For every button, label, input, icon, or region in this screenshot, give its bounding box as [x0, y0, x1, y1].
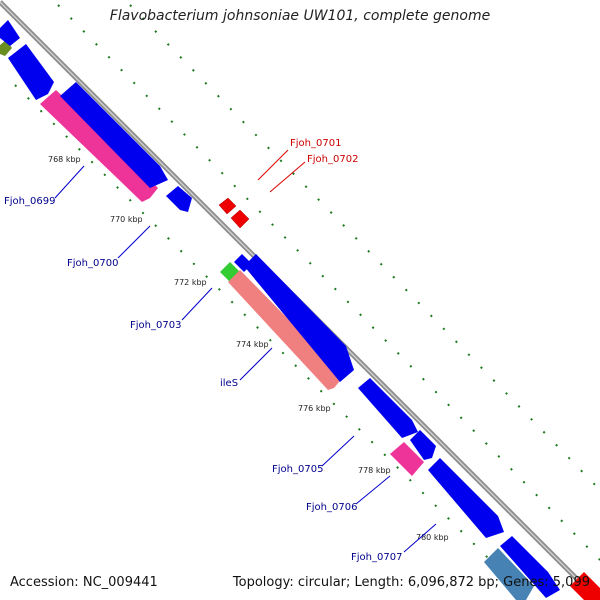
- reverse-genes: [218, 197, 600, 600]
- gene-blue-a[interactable]: [8, 44, 54, 100]
- gene-label-fjoh-0701[interactable]: Fjoh_0701: [290, 138, 341, 149]
- gene-fjoh-0702[interactable]: [230, 209, 250, 229]
- gene-blue-c[interactable]: [500, 536, 560, 598]
- kbp-tick-label: 776 kbp: [298, 404, 331, 413]
- gene-fjoh-0699-body[interactable]: [40, 90, 158, 202]
- gene-fjoh-0700[interactable]: [166, 186, 192, 212]
- accession-info: Accession: NC_009441: [10, 575, 158, 590]
- gene-label-fjoh-0700[interactable]: Fjoh_0700: [67, 258, 118, 269]
- gene-iles[interactable]: [244, 254, 354, 382]
- gene-steelblue[interactable]: [484, 548, 534, 600]
- kbp-tick-label: 774 kbp: [236, 340, 269, 349]
- gene-label-fjoh-0699[interactable]: Fjoh_0699: [4, 196, 55, 207]
- kbp-tick-label: 778 kbp: [358, 466, 391, 475]
- label-leaders: [54, 149, 437, 553]
- kbp-tick-label: 772 kbp: [174, 278, 207, 287]
- gene-fjoh-0707[interactable]: [428, 458, 504, 538]
- gene-iles-rna[interactable]: [228, 270, 344, 390]
- map-title: Flavobacterium johnsoniae UW101, complet…: [109, 8, 491, 24]
- kbp-ticks: 768 kbp 770 kbp 772 kbp 774 kbp 776 kbp …: [48, 155, 449, 542]
- gene-label-fjoh-0703[interactable]: Fjoh_0703: [130, 320, 181, 331]
- gene-label-fjoh-0702[interactable]: Fjoh_0702: [307, 154, 358, 165]
- gene-label-iles[interactable]: ileS: [220, 378, 238, 389]
- kbp-tick-label: 770 kbp: [110, 215, 143, 224]
- gene-label-fjoh-0707[interactable]: Fjoh_0707: [351, 552, 402, 563]
- gene-fjoh-0706[interactable]: [390, 442, 424, 476]
- inner-genes: [0, 20, 560, 600]
- gene-labels: Fjoh_0699 Fjoh_0700 Fjoh_0701 Fjoh_0702 …: [4, 138, 402, 563]
- gene-fjoh-0705[interactable]: [358, 378, 418, 438]
- gene-label-fjoh-0706[interactable]: Fjoh_0706: [306, 502, 357, 513]
- gene-red-edge[interactable]: [570, 572, 600, 600]
- gene-fjoh-0701[interactable]: [218, 197, 237, 215]
- accession-value: NC_009441: [82, 575, 158, 590]
- gene-blue-top[interactable]: [0, 20, 20, 46]
- genome-stats: Topology: circular; Length: 6,096,872 bp…: [232, 575, 590, 590]
- kbp-tick-label: 768 kbp: [48, 155, 81, 164]
- gene-blue-b[interactable]: [410, 430, 436, 460]
- kbp-tick-label: 780 kbp: [416, 533, 449, 542]
- accession-label: Accession:: [10, 575, 79, 590]
- gene-fjoh-0699[interactable]: [60, 82, 168, 188]
- gene-label-fjoh-0705[interactable]: Fjoh_0705: [272, 464, 323, 475]
